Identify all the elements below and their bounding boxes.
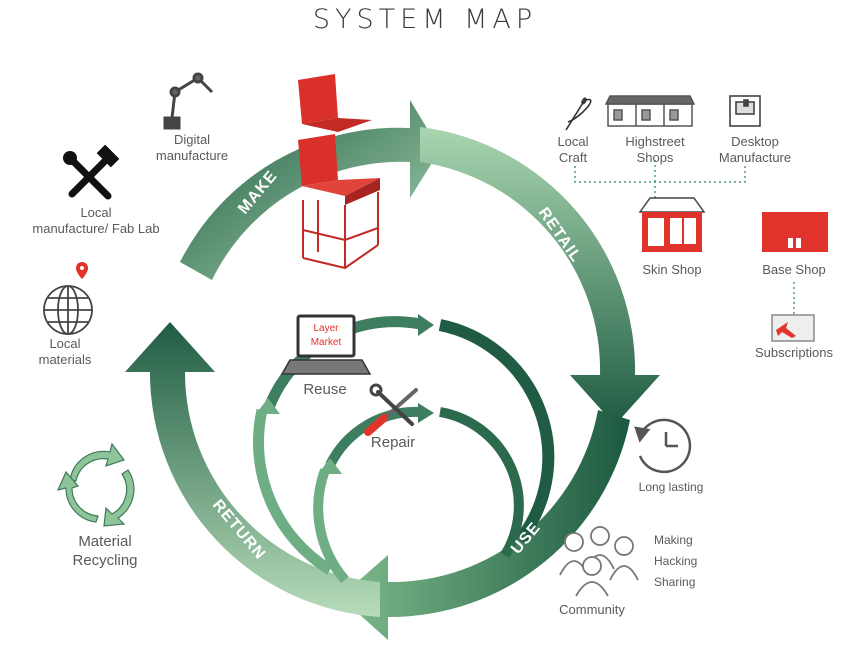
- chair-icon: [298, 74, 380, 270]
- needle-icon: [565, 97, 592, 131]
- making-text: Making: [654, 533, 693, 547]
- recycle-icon: [56, 442, 135, 527]
- hacking-text: Hacking: [654, 554, 698, 568]
- laptop-screen-line2: Market: [311, 337, 342, 348]
- base-shop-text: Base Shop: [762, 262, 826, 277]
- craft-line2: Craft: [558, 150, 588, 165]
- page-title: SYSTEM MAP: [312, 4, 538, 35]
- label-base-shop: Base Shop: [746, 262, 842, 278]
- repair-tools-icon: [364, 383, 418, 436]
- outer-cycle-ring: [125, 100, 660, 640]
- long-lasting-text: Long lasting: [638, 480, 704, 494]
- base-shop-icon: [762, 212, 828, 252]
- skin-shop-icon: [638, 197, 706, 252]
- label-material-recycling: Material Recycling: [50, 532, 160, 570]
- label-skin-shop: Skin Shop: [622, 262, 722, 278]
- recycling-line2: Recycling: [72, 552, 138, 569]
- skin-shop-text: Skin Shop: [642, 262, 702, 277]
- hammer-wrench-icon: [63, 144, 120, 200]
- arc-use-return: [340, 410, 630, 640]
- laptop-icon: Layer Market: [280, 314, 372, 375]
- label-desktop-manufacture: Desktop Manufacture: [712, 134, 798, 166]
- digital-line2: manufacture: [155, 148, 229, 163]
- label-community-activities: Making Hacking Sharing: [654, 530, 734, 593]
- globe-icon: [43, 285, 93, 335]
- arc-return-make: [125, 322, 380, 617]
- subscriptions-text: Subscriptions: [754, 345, 834, 360]
- highstreet-line1: Highstreet: [625, 134, 685, 149]
- laptop-screen-line1: Layer: [313, 323, 339, 334]
- recycling-line1: Material: [78, 533, 132, 550]
- label-local-craft: Local Craft: [548, 134, 598, 166]
- repair-text: Repair: [370, 434, 416, 451]
- community-text: Community: [559, 602, 625, 617]
- reuse-text: Reuse: [303, 381, 347, 398]
- highstreet-line2: Shops: [636, 150, 674, 165]
- desktop-line2: Manufacture: [718, 150, 792, 165]
- retail-connectors: [574, 160, 795, 315]
- craft-line1: Local: [557, 134, 589, 149]
- label-local-materials: Local materials: [20, 336, 110, 368]
- label-reuse: Reuse: [290, 380, 360, 399]
- location-pin-icon: [76, 262, 88, 279]
- label-long-lasting: Long lasting: [626, 480, 716, 495]
- label-highstreet: Highstreet Shops: [612, 134, 698, 166]
- label-subscriptions: Subscriptions: [742, 345, 846, 361]
- label-community: Community: [544, 602, 640, 618]
- fablab-line1: Local: [80, 205, 112, 220]
- sharing-text: Sharing: [654, 575, 696, 589]
- arc-make-retail: [180, 100, 440, 280]
- arc-retail-use: [420, 127, 660, 425]
- materials-line1: Local: [49, 336, 81, 351]
- clock-icon: [634, 418, 692, 474]
- digital-line1: Digital: [173, 132, 211, 147]
- desktop-line1: Desktop: [731, 134, 779, 149]
- label-repair: Repair: [358, 433, 428, 452]
- printer-icon: [729, 95, 761, 127]
- label-fab-lab: Local manufacture/ Fab Lab: [6, 205, 186, 237]
- fablab-line2: manufacture/ Fab Lab: [32, 221, 160, 236]
- repair-loop: [313, 403, 524, 584]
- subscription-screen-icon: [771, 314, 815, 342]
- robot-arm-icon: [163, 72, 214, 130]
- shops-icon: [604, 95, 696, 127]
- materials-line2: materials: [38, 352, 92, 367]
- label-digital-manufacture: Digital manufacture: [142, 132, 242, 164]
- community-icon: [559, 526, 639, 597]
